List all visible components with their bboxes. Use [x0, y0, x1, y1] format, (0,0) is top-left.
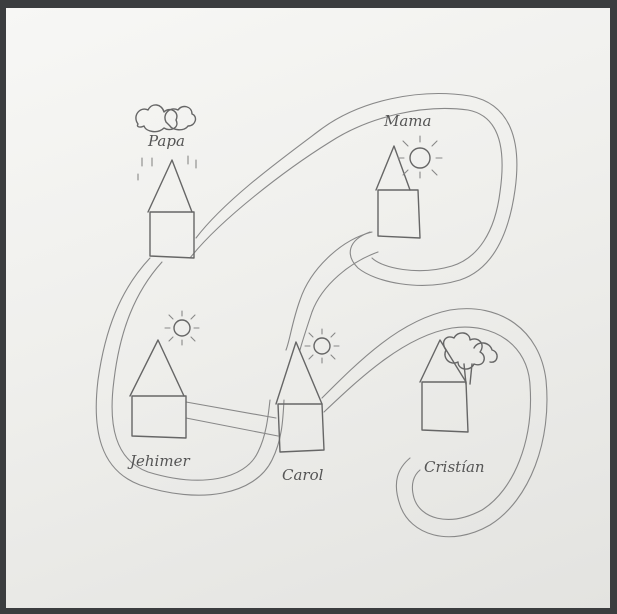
house-jehimer-roof	[130, 340, 184, 396]
house-mama	[376, 146, 420, 238]
label-carol: Carol	[282, 466, 324, 484]
house-papa	[148, 160, 194, 258]
house-jehimer	[130, 340, 186, 438]
label-papa: Papa	[147, 132, 185, 150]
sun-icon	[398, 136, 442, 178]
road-mama-carol-a	[286, 232, 372, 350]
road-carol-cristian-a	[322, 309, 547, 537]
house-cristian-roof	[420, 340, 466, 382]
sun-icon	[305, 329, 339, 363]
road-carol-cristian-b	[324, 327, 531, 519]
house-cristian	[420, 340, 468, 432]
house-papa-roof	[148, 160, 192, 212]
road-outer-line-b	[190, 108, 502, 270]
cloud-icon	[136, 105, 196, 132]
house-carol-body	[278, 404, 324, 452]
house-mama-roof	[376, 146, 410, 190]
house-jehimer-body	[132, 396, 186, 438]
label-cristian: Cristían	[424, 458, 485, 476]
sun-icon	[165, 311, 199, 345]
house-papa-body	[150, 212, 194, 258]
house-mama-body	[378, 190, 420, 238]
house-carol-roof	[276, 342, 322, 404]
road-left-loop-a	[96, 258, 284, 495]
label-mama: Mama	[383, 112, 431, 130]
road-outer-line-a	[196, 94, 517, 286]
road-jehimer-carol-b	[186, 418, 278, 436]
road-jehimer-carol-a	[186, 402, 276, 418]
house-carol	[276, 342, 324, 452]
rain-icon	[138, 156, 196, 180]
label-jehimer: Jehimer	[127, 452, 190, 470]
road-left-loop-b	[112, 262, 270, 480]
house-cristian-body	[422, 382, 468, 432]
